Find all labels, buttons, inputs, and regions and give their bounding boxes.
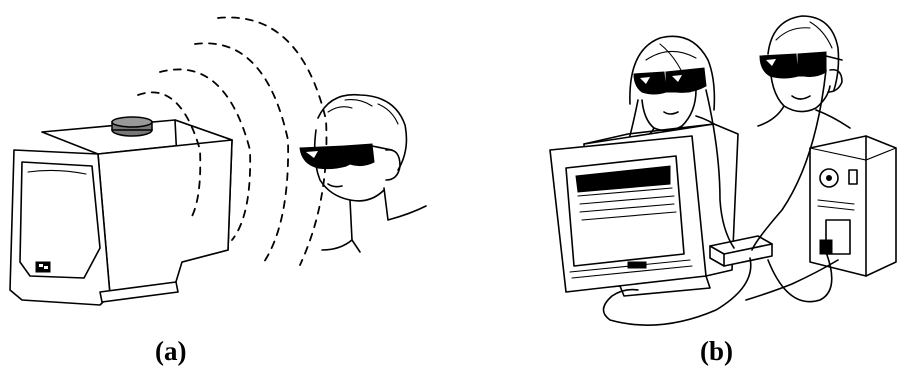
caption-a: (a) (155, 338, 186, 365)
wired-shutter-glasses-illustration (520, 0, 901, 372)
monitor-port-icon (628, 262, 646, 268)
panel-a: (a) (0, 0, 450, 372)
crt-monitor (550, 124, 738, 296)
ir-emitter-icon (112, 117, 152, 136)
viewer-with-shutter-glasses (300, 95, 426, 252)
crt-monitor (10, 120, 232, 305)
viewer-right-with-shutter-glasses (758, 16, 850, 128)
caption-b: (b) (700, 338, 733, 365)
wireless-shutter-glasses-illustration (0, 0, 450, 372)
panel-b: (b) (520, 0, 901, 372)
computer-tower (810, 136, 896, 276)
